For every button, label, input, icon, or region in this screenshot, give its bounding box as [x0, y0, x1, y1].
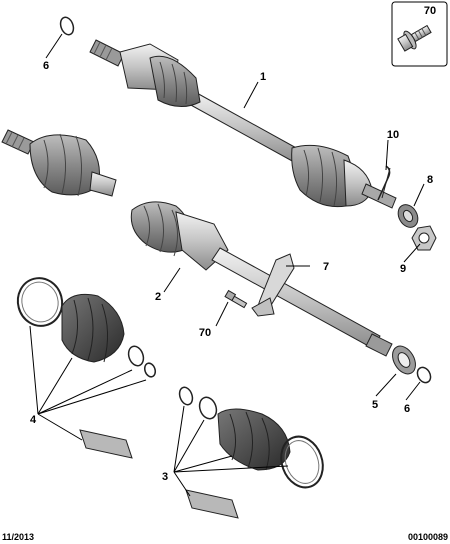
upper-splined-end — [89, 39, 125, 67]
callout-9: 9 — [400, 263, 406, 275]
kit4-large-clamp — [16, 277, 64, 327]
upper-outer-joint — [343, 159, 373, 207]
kit3-small-clamp-b — [198, 396, 218, 420]
driveshaft-assembly-lower — [130, 201, 432, 384]
mounting-bracket — [251, 253, 295, 317]
callout-6-bottom: 6 — [404, 403, 410, 415]
footer-date: 11/2013 — [2, 532, 34, 542]
callout-4: 4 — [30, 414, 37, 426]
inner-joint-left — [1, 129, 117, 197]
lower-splined-end — [365, 333, 393, 357]
kit3-small-clamp-a — [178, 386, 194, 406]
callout-2: 2 — [155, 291, 161, 303]
callout-5: 5 — [372, 399, 378, 411]
callout-8: 8 — [427, 174, 433, 186]
nut-retainer — [411, 225, 437, 251]
callout-10: 10 — [387, 129, 399, 141]
repair-kit-inner — [16, 277, 157, 459]
leader-lines — [29, 33, 425, 497]
kit3-boot — [217, 408, 291, 471]
circlip-upper — [59, 16, 75, 36]
flange-bolt — [224, 289, 248, 309]
callout-3: 3 — [162, 471, 168, 483]
repair-kit-outer — [178, 386, 324, 519]
flange-bolt-icon — [397, 24, 432, 52]
upper-inner-boot — [149, 55, 201, 107]
callout-70-inset: 70 — [424, 5, 436, 17]
kit3-grease-pack — [185, 489, 239, 519]
callout-6-top: 6 — [43, 60, 49, 72]
bolt-inset: 70 — [391, 1, 448, 67]
split-pin — [377, 165, 391, 201]
callout-1: 1 — [260, 71, 266, 83]
kit4-grease-pack — [79, 429, 133, 459]
callout-7: 7 — [323, 261, 329, 273]
footer-reference: 00100089 — [408, 532, 448, 542]
upper-shaft-bar — [188, 91, 301, 163]
hub-nut — [397, 204, 419, 228]
kit4-small-clamp — [127, 345, 145, 367]
callout-70-bolt: 70 — [199, 327, 211, 339]
circlip-lower — [416, 366, 432, 384]
kit3-large-clamp — [280, 435, 324, 489]
driveshaft-assembly-upper — [89, 39, 397, 209]
